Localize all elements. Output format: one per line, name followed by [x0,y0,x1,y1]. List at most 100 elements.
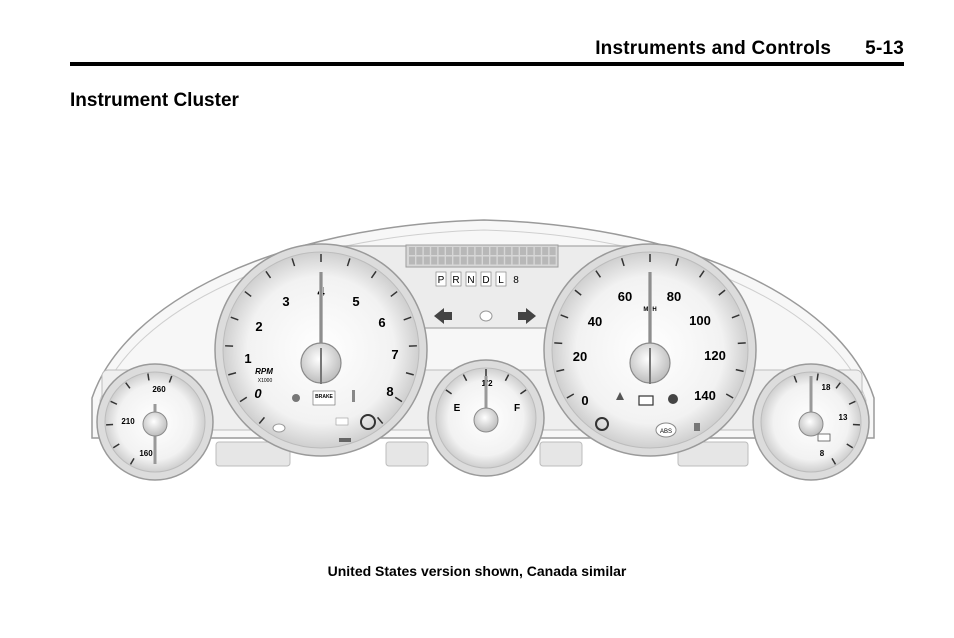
gear-d: D [482,275,489,286]
lcd-cell [460,256,467,265]
gauge-tick [519,389,527,395]
tach-label-7: 7 [391,347,398,362]
gauge-tick [405,372,414,376]
section-name: Instruments and Controls [595,38,832,59]
gauge-tick [129,457,135,465]
tach-label-5: 5 [352,294,359,309]
speed-label-100: 100 [689,313,711,328]
volt-label-18: 18 [822,383,831,392]
tach-label-8: 8 [386,384,393,399]
lcd-cell [512,256,519,265]
lcd-cell [534,247,541,255]
gauge-tick [110,400,118,405]
prndl-indicator: P R N D L 8 [435,271,519,287]
gauge-tick [258,416,266,425]
seatbelt-icon [339,438,351,442]
tachometer: 0 1 2 3 4 5 6 7 8 RPM X1000 BRAKE [214,243,428,457]
tire-pressure-icon [360,414,376,430]
lcd-cell [520,256,526,265]
fuel-empty-label: E [454,403,461,414]
lcd-cell [549,247,556,255]
gauge-tick [831,457,837,465]
battery-icon [638,395,654,406]
instrument-cluster-illustration: P R N D L 8 0 1 2 3 4 5 6 7 8 RPM X1000 … [84,208,880,508]
lcd-cell [534,256,541,265]
gauge-tick [230,316,239,321]
airbag-icon [668,394,678,404]
lcd-cell [527,256,534,265]
gauge-tick [725,393,734,399]
left-turn-signal-icon [434,308,452,324]
lcd-cell [431,247,438,255]
gauge-tick [835,382,841,389]
lcd-cell [475,256,482,265]
gauge-tick [228,372,237,376]
lcd-cell [446,247,452,255]
gauge-tick [239,396,248,403]
temp-label-260: 260 [152,385,166,394]
lcd-cell [438,256,445,265]
gauge-tick [370,270,377,279]
lcd-cell [416,247,423,255]
gauge-tick [846,443,854,449]
running-head: Instruments and Controls 5-13 [595,38,904,60]
gear-n: N [467,275,474,286]
lcd-cell [475,247,482,255]
gauge-tick [346,258,351,267]
figure-caption: United States version shown, Canada simi… [327,563,627,579]
lcd-cell [409,247,415,255]
voltmeter-gauge: 18 13 8 [752,363,870,481]
tach-label-6: 6 [378,315,385,330]
header-rule [70,62,904,66]
gauge-tick [504,374,510,382]
page-number: 5-13 [865,38,904,59]
temp-label-160: 160 [139,449,153,458]
gauge-tick [147,373,150,381]
lcd-cell [468,247,475,255]
lcd-cell [505,256,512,265]
speed-label-0: 0 [581,393,588,408]
speed-label-20: 20 [573,349,587,364]
gauge-tick [718,289,726,296]
tach-multiplier: X1000 [258,378,273,384]
gauge-tick [848,400,856,405]
gauge-tick [291,258,296,267]
security-icon [595,417,609,431]
gauge-tick [816,373,819,381]
volt-label-8: 8 [820,449,825,458]
svg-text:ABS: ABS [660,429,672,435]
gear-l: L [498,275,504,286]
speed-label-60: 60 [618,289,632,304]
fuel-gauge: E F 1/2 [427,359,545,477]
lcd-cell [505,247,512,255]
volt-label-13: 13 [839,413,848,422]
lcd-cell [460,247,467,255]
lcd-cell [542,256,549,265]
abs-warning-icon [655,422,677,438]
lamp-icon [272,423,286,433]
lcd-cell [453,247,460,255]
lcd-cell [520,247,526,255]
oil-temp-icon [352,390,355,402]
gauge-tick [731,314,740,319]
door-ajar-icon [694,423,700,431]
gauge-tick [620,258,625,267]
gauge-tick [462,374,468,382]
lcd-cell [497,247,504,255]
speed-label-140: 140 [694,388,716,403]
lcd-cell [453,256,460,265]
temp-hub [142,411,168,437]
lcd-cell [431,256,438,265]
gauge-tick [560,314,569,319]
speed-label-120: 120 [704,348,726,363]
cluster-svg: P R N D L 8 0 1 2 3 4 5 6 7 8 RPM X1000 … [91,219,875,481]
gauge-tick [793,375,798,383]
gauge-tick [554,342,563,345]
gauge-tick [595,270,602,278]
speed-label-40: 40 [588,314,602,329]
gauge-tick [125,382,131,389]
gear-p: P [438,275,445,286]
gauge-tick [394,396,403,403]
lcd-cell [490,256,497,265]
lcd-cell [490,247,497,255]
